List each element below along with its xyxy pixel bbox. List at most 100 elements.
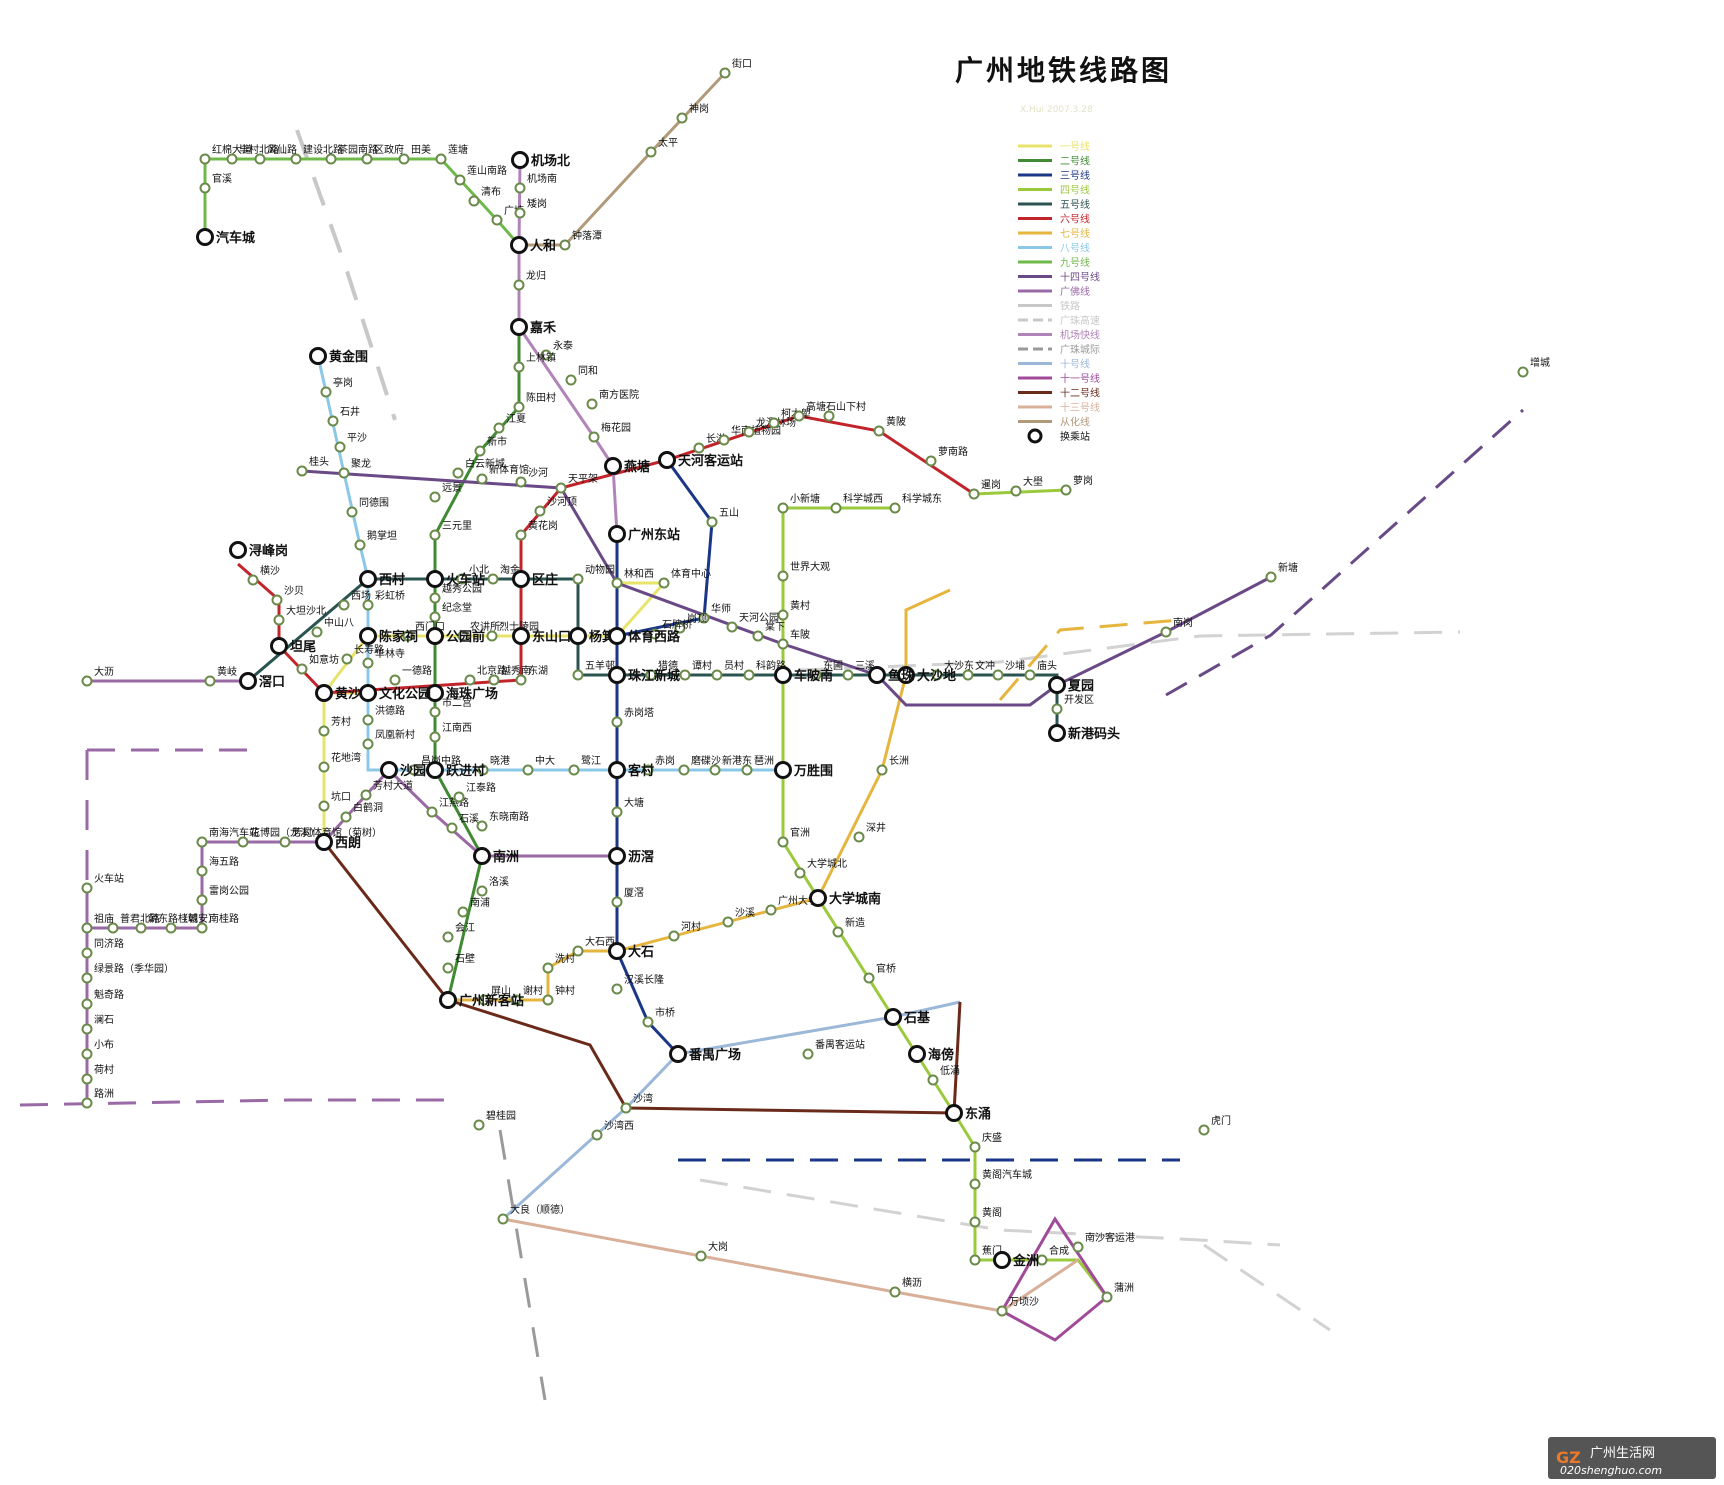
- interchange-station[interactable]: 万胜围: [774, 761, 834, 780]
- station[interactable]: 虎门: [1198, 1114, 1232, 1136]
- interchange-station[interactable]: 沙园: [380, 761, 427, 780]
- station-marker[interactable]: [476, 473, 488, 485]
- station[interactable]: 洗村: [542, 952, 576, 974]
- station-marker[interactable]: [969, 1216, 981, 1228]
- station[interactable]: 华南植物园: [718, 424, 782, 446]
- station-marker[interactable]: [889, 1286, 901, 1298]
- interchange-station[interactable]: 人和: [510, 236, 557, 255]
- interchange-marker[interactable]: [809, 889, 827, 907]
- interchange-marker[interactable]: [608, 525, 626, 543]
- interchange-marker[interactable]: [426, 570, 444, 588]
- station-marker[interactable]: [534, 505, 546, 517]
- interchange-marker[interactable]: [569, 627, 587, 645]
- interchange-station[interactable]: 东涌: [945, 1104, 992, 1123]
- interchange-marker[interactable]: [359, 684, 377, 702]
- station-marker[interactable]: [540, 349, 552, 361]
- station-marker[interactable]: [362, 599, 374, 611]
- station[interactable]: 钟村: [542, 984, 576, 1006]
- station[interactable]: 石牌桥: [649, 618, 693, 640]
- station[interactable]: 一德路: [389, 664, 433, 686]
- station-marker[interactable]: [1072, 1241, 1084, 1253]
- station-marker[interactable]: [426, 806, 438, 818]
- interchange-marker[interactable]: [868, 666, 886, 684]
- station[interactable]: 永泰: [540, 339, 574, 361]
- station-marker[interactable]: [429, 731, 441, 743]
- interchange-station[interactable]: 夏园: [1048, 676, 1095, 695]
- station-marker[interactable]: [706, 516, 718, 528]
- interchange-marker[interactable]: [774, 761, 792, 779]
- station[interactable]: 山下村: [823, 400, 867, 422]
- interchange-station[interactable]: 沥滘: [608, 847, 655, 866]
- interchange-station[interactable]: 汽车城: [196, 228, 256, 247]
- station-marker[interactable]: [199, 182, 211, 194]
- station[interactable]: 世界大观: [777, 560, 831, 582]
- station-marker[interactable]: [698, 612, 710, 624]
- station[interactable]: 南海汽车站: [196, 826, 260, 848]
- interchange-marker[interactable]: [510, 318, 528, 336]
- station-marker[interactable]: [296, 465, 308, 477]
- station[interactable]: 红棉大道: [199, 143, 253, 165]
- interchange-marker[interactable]: [359, 570, 377, 588]
- station[interactable]: 东湖: [515, 664, 549, 686]
- station[interactable]: 小布: [81, 1039, 115, 1060]
- station-marker[interactable]: [765, 904, 777, 916]
- station[interactable]: 莲塘: [435, 143, 469, 165]
- interchange-marker[interactable]: [511, 151, 529, 169]
- interchange-marker[interactable]: [608, 666, 626, 684]
- station[interactable]: 中山八: [311, 616, 355, 638]
- station-marker[interactable]: [325, 153, 337, 165]
- station-marker[interactable]: [572, 573, 584, 585]
- interchange-station[interactable]: 区庄: [512, 570, 559, 589]
- station[interactable]: 沙湾: [620, 1092, 654, 1114]
- station-marker[interactable]: [743, 426, 755, 438]
- station-marker[interactable]: [271, 594, 283, 606]
- station-marker[interactable]: [478, 994, 490, 1006]
- station[interactable]: 机场南: [514, 172, 558, 194]
- station-marker[interactable]: [992, 669, 1004, 681]
- station-marker[interactable]: [718, 434, 730, 446]
- station-marker[interactable]: [81, 972, 93, 984]
- station[interactable]: 上林镇: [513, 351, 557, 373]
- station[interactable]: 黄岐: [204, 665, 238, 687]
- station-marker[interactable]: [254, 153, 266, 165]
- station-marker[interactable]: [542, 962, 554, 974]
- station[interactable]: 洛溪: [476, 875, 510, 897]
- station[interactable]: 合成: [1036, 1244, 1070, 1266]
- station[interactable]: 火车站: [81, 872, 125, 894]
- station-marker[interactable]: [442, 931, 454, 943]
- station-marker[interactable]: [777, 570, 789, 582]
- station[interactable]: 远景: [429, 482, 463, 503]
- station-marker[interactable]: [464, 674, 476, 686]
- interchange-marker[interactable]: [908, 1045, 926, 1063]
- station[interactable]: 赤岗塔: [611, 706, 655, 728]
- interchange-marker[interactable]: [897, 666, 915, 684]
- station[interactable]: 桂城: [165, 912, 199, 934]
- station-marker[interactable]: [611, 716, 623, 728]
- station[interactable]: 农讲所: [457, 620, 501, 642]
- interchange-marker[interactable]: [380, 761, 398, 779]
- interchange-marker[interactable]: [315, 833, 333, 851]
- station[interactable]: 市二宫: [429, 696, 473, 718]
- interchange-marker[interactable]: [993, 1251, 1011, 1269]
- interchange-station[interactable]: 珠江新城: [608, 666, 681, 685]
- station[interactable]: 三溪: [842, 660, 876, 681]
- station[interactable]: 江南西: [429, 721, 473, 743]
- station[interactable]: 大岗: [695, 1240, 729, 1262]
- station[interactable]: 朝东路（朝安）: [135, 912, 219, 934]
- interchange-station[interactable]: 番禺广场: [669, 1045, 742, 1064]
- station-marker[interactable]: [81, 922, 93, 934]
- station-marker[interactable]: [842, 669, 854, 681]
- station-marker[interactable]: [457, 630, 469, 642]
- station-marker[interactable]: [354, 539, 366, 551]
- interchange-marker[interactable]: [473, 847, 491, 865]
- interchange-marker[interactable]: [945, 1104, 963, 1122]
- station[interactable]: 清布: [468, 185, 502, 207]
- station-marker[interactable]: [832, 926, 844, 938]
- station[interactable]: 风仙路: [254, 143, 298, 165]
- station-marker[interactable]: [247, 574, 259, 586]
- station-marker[interactable]: [81, 947, 93, 959]
- station[interactable]: 黄花岗: [515, 519, 559, 541]
- station[interactable]: 新港东: [709, 754, 753, 776]
- station[interactable]: 同和: [565, 365, 599, 386]
- station[interactable]: 南沙客运港: [1072, 1231, 1136, 1253]
